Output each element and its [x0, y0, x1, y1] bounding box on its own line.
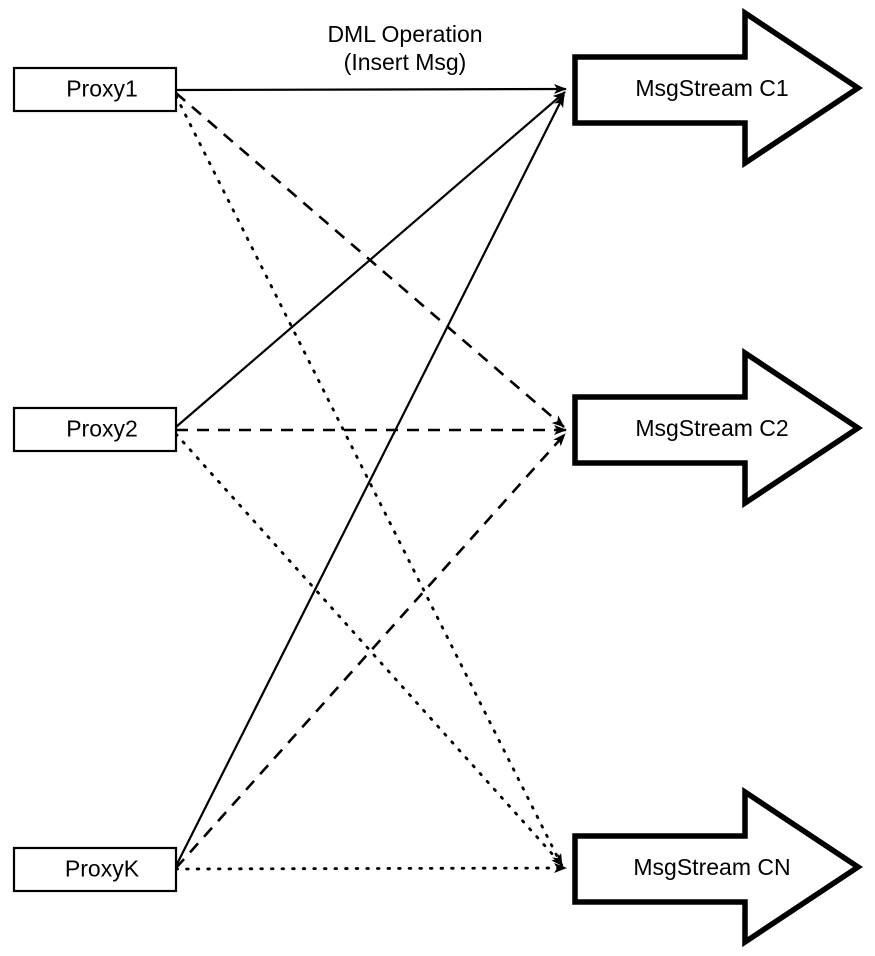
- link-p2-cn: [174, 432, 565, 868]
- stream-label-stream_c2: MsgStream C2: [635, 415, 788, 441]
- proxy-node-proxyK[interactable]: ProxyK: [12, 846, 178, 893]
- streams-layer: MsgStream C1 MsgStream C2 MsgStream CN: [572, 7, 863, 948]
- proxy-label-proxyK: ProxyK: [65, 856, 140, 882]
- stream-node-stream_c1[interactable]: MsgStream C1: [572, 7, 863, 169]
- proxy-label-proxy1: Proxy1: [66, 76, 138, 102]
- proxy-box-proxy2[interactable]: [12, 406, 178, 453]
- stream-arrow-shape-stream_cn[interactable]: [572, 786, 863, 948]
- edge-caption-line-2: (Insert Msg): [344, 49, 467, 75]
- stream-node-stream_c2[interactable]: MsgStream C2: [572, 347, 863, 509]
- stream-label-stream_c1: MsgStream C1: [635, 75, 788, 101]
- stream-arrow-shape-stream_c2[interactable]: [572, 347, 863, 509]
- proxy-box-proxyK[interactable]: [12, 846, 178, 893]
- stream-label-stream_cn: MsgStream CN: [633, 854, 790, 880]
- stream-node-stream_cn[interactable]: MsgStream CN: [572, 786, 863, 948]
- link-pk-cn: [174, 863, 568, 874]
- link-pk-c2: [175, 433, 566, 869]
- links-layer: [174, 84, 568, 874]
- stream-arrow-shape-stream_c1[interactable]: [572, 7, 863, 169]
- proxy-node-proxy2[interactable]: Proxy2: [12, 406, 178, 453]
- link-pk-c1: [175, 94, 565, 867]
- proxy-node-proxy1[interactable]: Proxy1: [12, 66, 178, 113]
- proxy-label-proxy2: Proxy2: [66, 416, 138, 442]
- link-p1-c1: [175, 84, 567, 95]
- link-p2-c1: [175, 91, 566, 428]
- edge-caption-group: DML Operation (Insert Msg): [327, 21, 482, 75]
- edge-caption-line-1: DML Operation: [327, 21, 482, 47]
- proxy-box-proxy1[interactable]: [12, 66, 178, 113]
